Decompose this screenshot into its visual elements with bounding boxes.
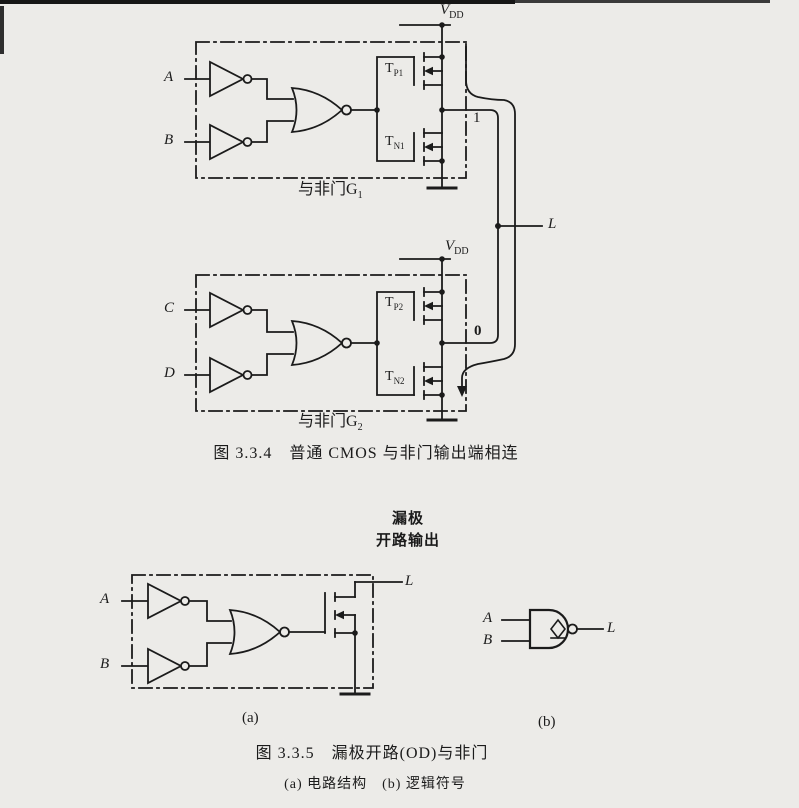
tn1-label: TN1 [385, 134, 405, 151]
od-output-l-label: L [405, 573, 414, 589]
current-path [457, 43, 516, 397]
output-state-1-label: 1 [473, 110, 481, 126]
nor-gate-3 [228, 608, 326, 656]
output-state-0-label: 0 [474, 323, 482, 339]
open-drain-mosfet [324, 581, 358, 694]
inverter-b3 [121, 642, 232, 685]
subcaption-figure-335: (a) 电路结构 (b) 逻辑符号 [284, 777, 466, 792]
od-bulk-arrow [335, 610, 344, 620]
gate2-circuit [184, 256, 467, 422]
od-symbol [501, 608, 604, 650]
caption-figure-335: 图 3.3.5 漏极开路(OD)与非门 [255, 745, 489, 762]
tp2-bulk-arrow [424, 301, 433, 311]
nor-gate-1 [290, 86, 378, 134]
od-label-line2: 开路输出 [375, 533, 440, 549]
od-label-line1: 漏极 [391, 511, 424, 527]
gate1-name-label: 与非门G1 [298, 181, 363, 202]
input-c-label: C [164, 300, 175, 316]
vdd-label-g1: VDD [440, 2, 464, 21]
inversion-bubble [567, 623, 578, 635]
output-bus [441, 109, 543, 344]
tn2-bulk-arrow [424, 376, 433, 386]
vdd-label-g2: VDD [445, 238, 469, 257]
symbol-output-l-label: L [607, 620, 616, 636]
gate1-circuit [184, 22, 467, 190]
tn2-label: TN2 [385, 369, 405, 386]
open-drain-qualifier-icon [549, 618, 567, 640]
nor-gate-2 [290, 319, 378, 367]
od-input-a-label: A [100, 591, 110, 607]
inverter-c2 [184, 291, 294, 333]
mosfet-tn1 [413, 128, 443, 166]
od-dashed-box [131, 574, 374, 689]
tn1-bulk-arrow [424, 142, 433, 152]
caption-figure-334: 图 3.3.4 普通 CMOS 与非门输出端相连 [213, 445, 519, 462]
tp1-bulk-arrow [424, 66, 433, 76]
tp1-label: TP1 [385, 61, 404, 78]
mosfet-tn2 [413, 362, 443, 400]
bus-l-label: L [548, 216, 557, 232]
od-input-b-label: B [100, 656, 110, 672]
mosfet-tp2 [413, 287, 443, 325]
input-b-label: B [164, 132, 174, 148]
gate2-name-label: 与非门G2 [298, 413, 363, 434]
inverter-a3 [121, 582, 232, 622]
input-a-label: A [164, 69, 174, 85]
sub-label-b: (b) [538, 714, 556, 730]
symbol-input-b-label: B [483, 632, 493, 648]
input-d-label: D [164, 365, 175, 381]
tp2-label: TP2 [385, 295, 404, 312]
scan-artifact-top-bar [0, 0, 770, 54]
current-arrowhead [457, 386, 467, 397]
mosfet-tp1 [413, 52, 443, 90]
inverter-a1 [184, 60, 294, 100]
sub-label-a: (a) [242, 710, 259, 726]
symbol-input-a-label: A [483, 610, 493, 626]
od-circuit [121, 574, 403, 696]
inverter-b1 [184, 120, 294, 161]
nand-symbol-body [528, 608, 570, 650]
inverter-d2 [184, 353, 294, 394]
